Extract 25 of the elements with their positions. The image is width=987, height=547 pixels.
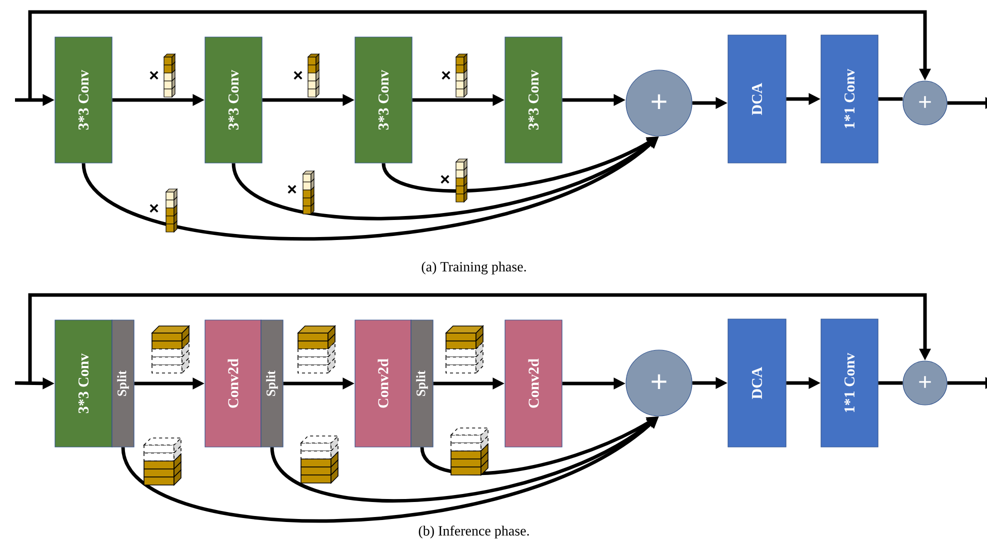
layer-box: 3*3 Conv (54, 320, 112, 448)
arrow (28, 10, 931, 100)
layer-box: Conv2d (354, 320, 412, 448)
layer-box: 3*3 Conv (54, 36, 112, 164)
multiply-sign: × (442, 71, 450, 80)
caption: (b) Inference phase. (418, 526, 529, 538)
split-box: Split (112, 320, 134, 448)
layer-box: 1*1 Conv (820, 318, 878, 448)
multiply-sign: × (288, 185, 296, 194)
layer-box: 3*3 Conv (504, 36, 562, 164)
split-box: Split (410, 320, 434, 448)
layer-box: 1*1 Conv (820, 34, 878, 164)
layer-box: DCA (728, 318, 786, 448)
multiply-sign: × (150, 204, 158, 213)
multiply-sign: × (440, 175, 450, 184)
arrow (28, 293, 931, 383)
layer-box: 3*3 Conv (354, 36, 412, 164)
caption: (a) Training phase. (422, 262, 526, 274)
layer-box: Conv2d (204, 320, 262, 448)
multiply-sign: × (150, 71, 158, 80)
layer-box: DCA (728, 34, 786, 164)
layer-box: 3*3 Conv (204, 36, 262, 164)
multiply-sign: × (294, 71, 302, 80)
split-box: Split (260, 320, 284, 448)
layer-box: Conv2d (504, 320, 562, 448)
